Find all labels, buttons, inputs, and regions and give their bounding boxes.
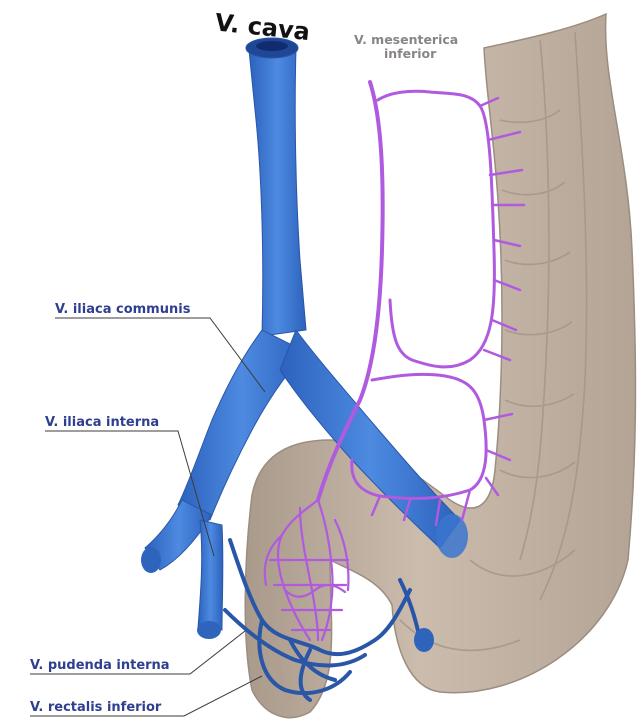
internal-iliac-vein: [198, 520, 223, 630]
mesenteric-arcade-upper: [378, 91, 494, 367]
label-iliaca-communis: V. iliaca communis: [55, 302, 191, 317]
leader-lines: [30, 318, 265, 716]
label-mesenterica-line1: V. mesenterica: [354, 32, 458, 47]
label-pudenda-interna: V. pudenda interna: [30, 658, 170, 673]
vena-cava-title: V. cava: [214, 8, 312, 46]
vena-cava-trunk: [249, 48, 306, 336]
label-iliaca-interna: V. iliaca interna: [45, 415, 159, 430]
label-mesenterica-line2: inferior: [384, 46, 437, 61]
label-rectalis-inferior: V. rectalis inferior: [30, 700, 162, 715]
